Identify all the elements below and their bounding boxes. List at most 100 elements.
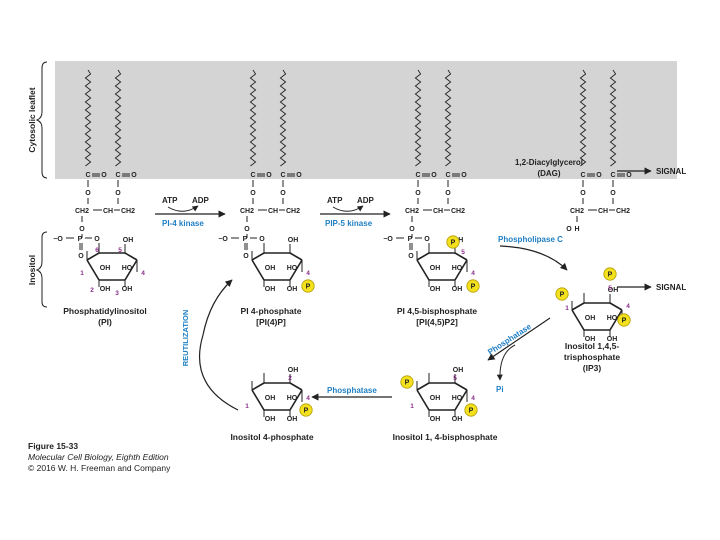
phosphatase2-label: Phosphatase <box>486 322 533 357</box>
hydroxyl: OH <box>430 416 441 423</box>
ring-number: 4 <box>141 270 145 277</box>
glycerol-ch: CH <box>433 208 443 215</box>
ring-number: 5 <box>461 249 465 256</box>
phosphatase2-arrow <box>487 317 551 361</box>
carbonyl-oxygen: O <box>596 172 602 179</box>
leaflet-bracket <box>35 61 48 179</box>
phosphorus: P <box>408 236 413 243</box>
hydroxyl: OH <box>430 286 441 293</box>
phosphate-oxygen: O <box>244 226 250 233</box>
leaflet-label: Cytosolic leaflet <box>27 87 37 152</box>
ring-bond <box>251 259 265 281</box>
reutilization-arrow <box>199 279 239 411</box>
inositol-bracket <box>35 231 48 308</box>
carbonyl-oxygen: O <box>266 172 272 179</box>
fatty-acid-chain <box>114 69 122 167</box>
ring-number: 2 <box>288 375 292 382</box>
hydroxyl: HO <box>452 395 463 402</box>
hydroxyl: OH <box>288 237 299 244</box>
glycerol-ch2: CH2 <box>405 208 419 215</box>
phosphate-0-circle <box>299 403 313 417</box>
carbonyl-oxygen: O <box>461 172 467 179</box>
hydroxyl: HO <box>287 265 298 272</box>
phosphate-oxygen: O <box>259 236 265 243</box>
ester-oxygen: O <box>580 190 586 197</box>
carbonyl-carbon: C <box>415 172 420 179</box>
svg-text:(DAG): (DAG) <box>537 169 560 178</box>
ring-number: 4 <box>626 303 630 310</box>
pi-label: Pi <box>496 385 504 394</box>
hydroxyl: OH <box>452 286 463 293</box>
glycerol-ch2: CH2 <box>121 208 135 215</box>
dag-label: 1,2-Diacylglycerol (DAG) <box>515 158 583 178</box>
svg-text:trisphosphate: trisphosphate <box>564 352 620 362</box>
carbonyl-carbon: C <box>280 172 285 179</box>
kinase2-atp: ATP <box>327 196 343 205</box>
phosphate-0-circle <box>400 375 414 389</box>
phosphate-oxygen: −O <box>53 236 63 243</box>
pi-release-arrow <box>496 344 516 381</box>
ring-bond <box>251 389 265 411</box>
svg-text:Inositol 1,4,5-: Inositol 1,4,5- <box>565 341 619 351</box>
kinase1-name: PI-4 kinase <box>162 219 204 228</box>
ester-oxygen: O <box>115 190 121 197</box>
fatty-acid-chain <box>414 69 422 167</box>
phosphatase2-step: Phosphatase Pi <box>486 317 551 394</box>
carbonyl-oxygen: O <box>131 172 137 179</box>
ester-oxygen: O <box>445 190 451 197</box>
carbonyl-oxygen: O <box>296 172 302 179</box>
carbonyl-carbon: C <box>580 172 585 179</box>
phosphate-oxygen: O <box>243 253 249 260</box>
phosphate-oxygen: O <box>94 236 100 243</box>
ring-bond <box>289 252 303 261</box>
ring-number: 1 <box>410 403 414 410</box>
phosphate-2-label: P <box>622 318 627 325</box>
figure-number: Figure 15-33 <box>28 441 79 451</box>
membrane-band <box>55 61 677 179</box>
ring-bond <box>454 389 468 411</box>
hydroxyl: HO <box>452 265 463 272</box>
phosphate-0-circle <box>446 235 460 249</box>
ester-oxygen: O <box>250 190 256 197</box>
ring-pip2: OHOHHOOHOH45PP <box>416 235 480 293</box>
hydroxyl: OH <box>453 367 464 374</box>
phosphatase1-step: Phosphatase <box>311 386 392 401</box>
phosphate-1-label: P <box>469 408 474 415</box>
phosphate-oxygen: −O <box>383 236 393 243</box>
glycerol-ch: CH <box>268 208 278 215</box>
svg-text:[PI(4)P]: [PI(4)P] <box>256 317 286 327</box>
hydroxyl: OH <box>123 237 134 244</box>
fatty-acid-chain <box>279 69 287 167</box>
hydroxyl: OH <box>430 265 441 272</box>
ring-bond <box>289 382 303 391</box>
hydroxyl: HO <box>122 265 133 272</box>
ring-bond <box>86 252 100 261</box>
phosphate-oxygen: O <box>78 253 84 260</box>
svg-text:PI 4,5-bisphosphate: PI 4,5-bisphosphate <box>397 306 478 316</box>
ring-number: 1 <box>245 403 249 410</box>
svg-text:1,2-Diacylglycerol: 1,2-Diacylglycerol <box>515 158 583 167</box>
phospholipase-label: Phospholipase C <box>498 235 563 244</box>
ring-bond <box>454 259 468 281</box>
phosphate-0-label: P <box>451 240 456 247</box>
ring-number: 4 <box>471 395 475 402</box>
ring-bond <box>251 252 265 261</box>
kinase1-step: ATP ADP PI-4 kinase <box>155 196 226 228</box>
name-pi4p: PI 4-phosphate [PI(4)P] <box>241 306 302 327</box>
hydroxyl: OH <box>287 286 298 293</box>
ring-bond <box>416 252 430 261</box>
phosphatase1-label: Phosphatase <box>327 386 377 395</box>
signal-label-dag: SIGNAL <box>656 167 686 176</box>
fatty-acid-chain <box>444 69 452 167</box>
phosphate-oxygen: O <box>409 226 415 233</box>
hydroxyl: HO <box>607 315 618 322</box>
svg-text:PI 4-phosphate: PI 4-phosphate <box>241 306 302 316</box>
carbonyl-oxygen: O <box>431 172 437 179</box>
name-pip2: PI 4,5-bisphosphate [PI(4,5)P2] <box>397 306 478 327</box>
phosphate-0-label: P <box>560 292 565 299</box>
